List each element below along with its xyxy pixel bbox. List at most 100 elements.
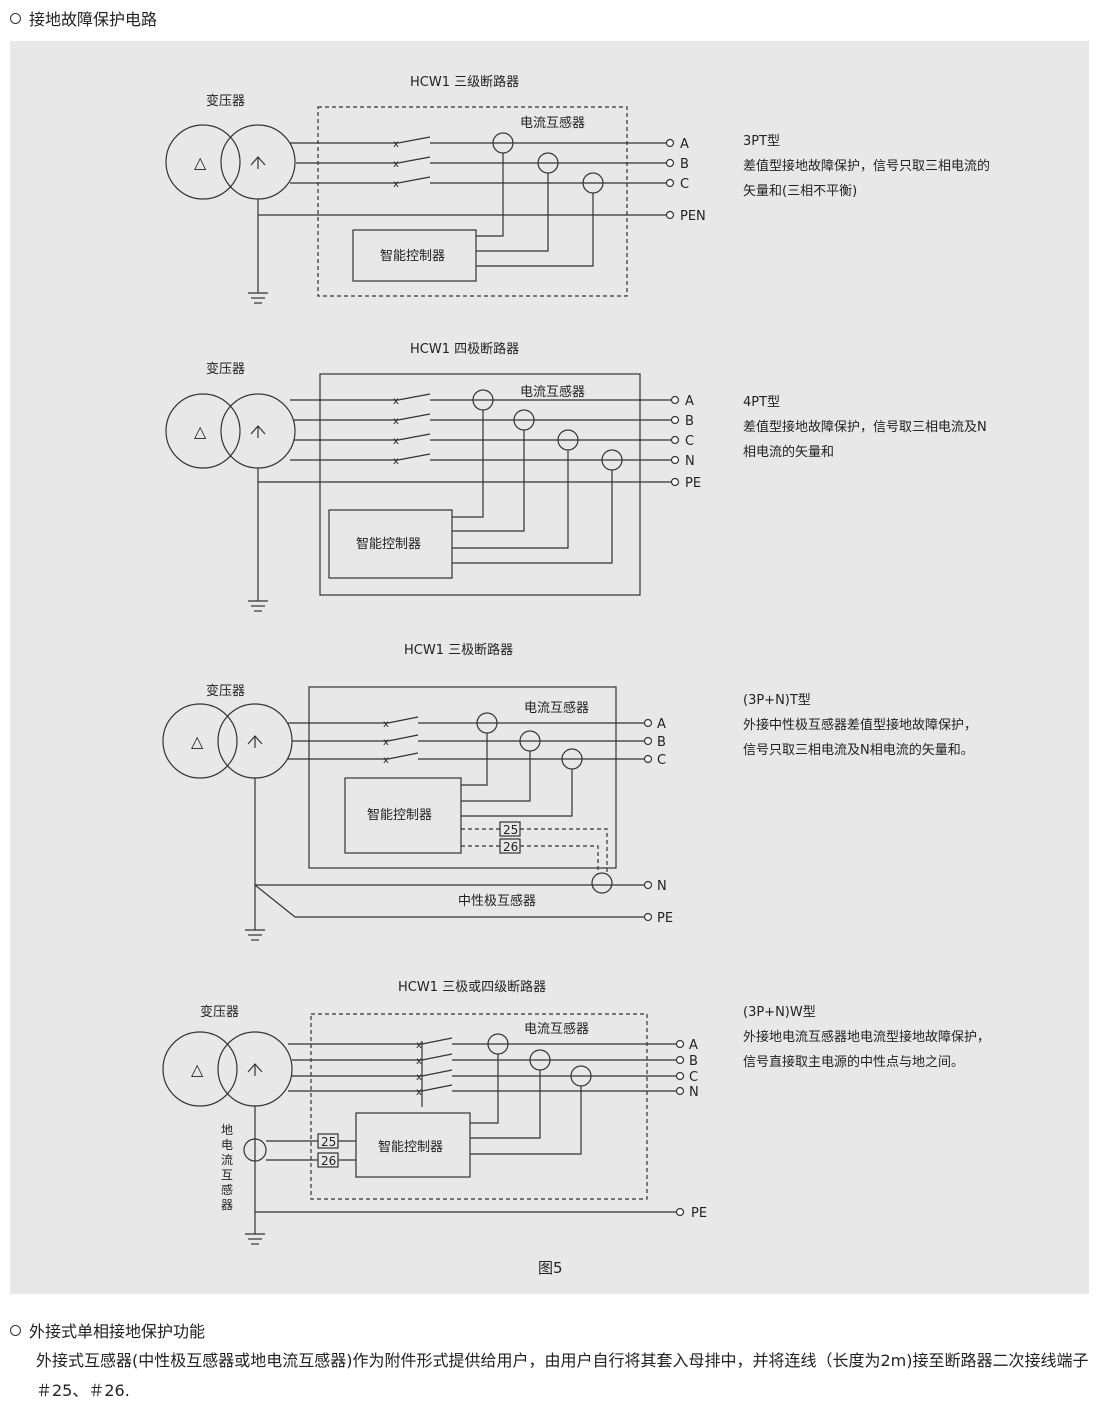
svg-text:智能控制器: 智能控制器 bbox=[378, 1140, 443, 1155]
svg-text:PE: PE bbox=[657, 911, 673, 926]
svg-text:A: A bbox=[685, 394, 694, 409]
svg-text:x: x bbox=[383, 755, 389, 766]
svg-text:电流互感器: 电流互感器 bbox=[524, 700, 589, 716]
svg-text:感: 感 bbox=[221, 1182, 233, 1197]
svg-text:C: C bbox=[685, 434, 694, 449]
svg-text:C: C bbox=[680, 177, 689, 192]
svg-text:x: x bbox=[393, 396, 399, 407]
svg-text:HCW1 三极断路器: HCW1 三极断路器 bbox=[404, 642, 513, 658]
figure-panel: HCW1 三级断路器 变压器 △ 电流互感器 x x x 智能控制器 bbox=[10, 41, 1089, 1294]
svg-text:B: B bbox=[689, 1054, 698, 1069]
svg-text:地: 地 bbox=[221, 1123, 233, 1137]
neutral-ct-label: 中性极互感器 bbox=[458, 893, 536, 909]
terminal-26-label: 26 bbox=[503, 840, 518, 854]
description-3pn-w: (3P+N)W型 外接地电流互感器地电流型接地故障保护， 信号直接取主电源的中性… bbox=[743, 1000, 990, 1075]
svg-text:C: C bbox=[689, 1070, 698, 1085]
figure-caption: 图5 bbox=[538, 1259, 563, 1277]
diagram-3pn-t: HCW1 三极断路器 变压器 △ 电流互感器 xxx 智能控制器 25 26 中… bbox=[162, 642, 673, 941]
svg-text:A: A bbox=[689, 1038, 698, 1053]
ground-ct-vertical-label: 地 电 流 互 感 器 bbox=[221, 1123, 233, 1212]
svg-text:PE: PE bbox=[685, 476, 701, 491]
svg-text:x: x bbox=[393, 179, 399, 190]
description-line: 矢量和(三相不平衡) bbox=[743, 184, 858, 199]
svg-text:N: N bbox=[689, 1085, 699, 1100]
svg-text:△: △ bbox=[194, 422, 207, 441]
svg-text:B: B bbox=[680, 157, 689, 172]
section-title: 接地故障保护电路 bbox=[29, 10, 158, 29]
description-line: 外接地电流互感器地电流型接地故障保护， bbox=[743, 1030, 991, 1045]
svg-text:△: △ bbox=[191, 1060, 204, 1079]
diagram-3pn-w: HCW1 三极或四级断路器 变压器 △ 电流互感器 xx xx 智能控制器 25… bbox=[162, 979, 707, 1245]
description-line: 差值型接地故障保护，信号取三相电流及N bbox=[743, 420, 987, 435]
svg-text:B: B bbox=[657, 735, 666, 750]
svg-text:A: A bbox=[680, 137, 689, 152]
description-line: 差值型接地故障保护，信号只取三相电流的 bbox=[743, 159, 991, 174]
svg-text:N: N bbox=[657, 879, 667, 894]
diagram-3pt: HCW1 三级断路器 变压器 △ 电流互感器 x x x 智能控制器 bbox=[165, 74, 706, 304]
svg-text:变压器: 变压器 bbox=[206, 683, 245, 699]
svg-text:△: △ bbox=[191, 732, 204, 751]
svg-text:PE: PE bbox=[691, 1206, 707, 1221]
svg-text:HCW1 三极或四级断路器: HCW1 三极或四级断路器 bbox=[398, 979, 546, 995]
description-4pt: 4PT型 差值型接地故障保护，信号取三相电流及N 相电流的矢量和 bbox=[743, 390, 987, 465]
section-header-external: 外接式单相接地保护功能 bbox=[10, 1318, 205, 1342]
breaker-outline bbox=[308, 686, 617, 869]
diagram-4pt: HCW1 四极断路器 变压器 △ 电流互感器 xx xx 智能控制器 A B C… bbox=[165, 341, 701, 612]
svg-text:变压器: 变压器 bbox=[200, 1004, 239, 1020]
svg-text:互: 互 bbox=[221, 1168, 233, 1182]
svg-text:x: x bbox=[383, 719, 389, 730]
svg-text:C: C bbox=[657, 753, 666, 768]
description-line: 外接中性极互感器差值型接地故障保护， bbox=[743, 718, 978, 733]
svg-text:x: x bbox=[416, 1040, 422, 1051]
description-line: 相电流的矢量和 bbox=[743, 445, 835, 460]
section-header-ground-fault: 接地故障保护电路 bbox=[10, 6, 157, 30]
svg-text:PEN: PEN bbox=[680, 209, 706, 224]
svg-text:流: 流 bbox=[221, 1153, 233, 1167]
section-title: 外接式单相接地保护功能 bbox=[29, 1322, 206, 1341]
svg-text:电流互感器: 电流互感器 bbox=[520, 384, 585, 400]
svg-text:x: x bbox=[393, 416, 399, 427]
type-label: (3P+N)T型 bbox=[743, 693, 811, 708]
svg-text:x: x bbox=[416, 1056, 422, 1067]
svg-text:智能控制器: 智能控制器 bbox=[356, 537, 421, 552]
type-label: (3P+N)W型 bbox=[743, 1005, 816, 1020]
type-label: 4PT型 bbox=[743, 395, 781, 410]
circle-bullet-icon bbox=[10, 1324, 21, 1336]
svg-text:x: x bbox=[393, 139, 399, 150]
breaker-title: HCW1 三级断路器 bbox=[410, 74, 519, 90]
description-line: 信号直接取主电源的中性点与地之间。 bbox=[743, 1055, 965, 1070]
breaker-title: HCW1 四极断路器 bbox=[410, 341, 519, 357]
breaker-outline bbox=[319, 373, 641, 596]
smart-controller-box bbox=[352, 229, 477, 282]
section-paragraph: 外接式互感器(中性极互感器或地电流互感器)作为附件形式提供给用户，由用户自行将其… bbox=[36, 1351, 1089, 1400]
circle-bullet-icon bbox=[10, 12, 21, 24]
terminal-25-label: 25 bbox=[503, 823, 518, 837]
transformer-primary-coil bbox=[165, 124, 241, 200]
svg-text:A: A bbox=[657, 717, 666, 732]
delta-symbol-icon: △ bbox=[194, 153, 207, 172]
breaker-outline bbox=[317, 106, 628, 297]
svg-text:器: 器 bbox=[221, 1198, 233, 1212]
circuit-diagrams: HCW1 三级断路器 变压器 △ 电流互感器 x x x 智能控制器 bbox=[162, 74, 707, 1277]
svg-text:x: x bbox=[393, 456, 399, 467]
controller-label: 智能控制器 bbox=[380, 249, 445, 264]
description-3pn-t: (3P+N)T型 外接中性极互感器差值型接地故障保护， 信号只取三相电流及N相电… bbox=[743, 688, 977, 763]
svg-text:电: 电 bbox=[221, 1138, 233, 1152]
svg-text:x: x bbox=[416, 1072, 422, 1083]
description-3pt: 3PT型 差值型接地故障保护，信号只取三相电流的 矢量和(三相不平衡) bbox=[743, 129, 990, 204]
smart-controller-box bbox=[355, 1112, 471, 1178]
neutral-current-transformer bbox=[591, 872, 613, 894]
svg-text:x: x bbox=[383, 737, 389, 748]
type-label: 3PT型 bbox=[743, 134, 781, 149]
svg-text:26: 26 bbox=[321, 1154, 336, 1168]
ct-label: 电流互感器 bbox=[520, 115, 585, 131]
svg-text:电流互感器: 电流互感器 bbox=[524, 1021, 589, 1037]
svg-text:N: N bbox=[685, 454, 695, 469]
wye-symbol-icon bbox=[250, 156, 266, 169]
transformer-label: 变压器 bbox=[206, 93, 245, 109]
smart-controller-box bbox=[328, 509, 453, 579]
transformer-label: 变压器 bbox=[206, 361, 245, 377]
svg-text:25: 25 bbox=[321, 1135, 336, 1149]
svg-text:x: x bbox=[416, 1087, 422, 1098]
ground-current-transformer bbox=[243, 1138, 267, 1162]
